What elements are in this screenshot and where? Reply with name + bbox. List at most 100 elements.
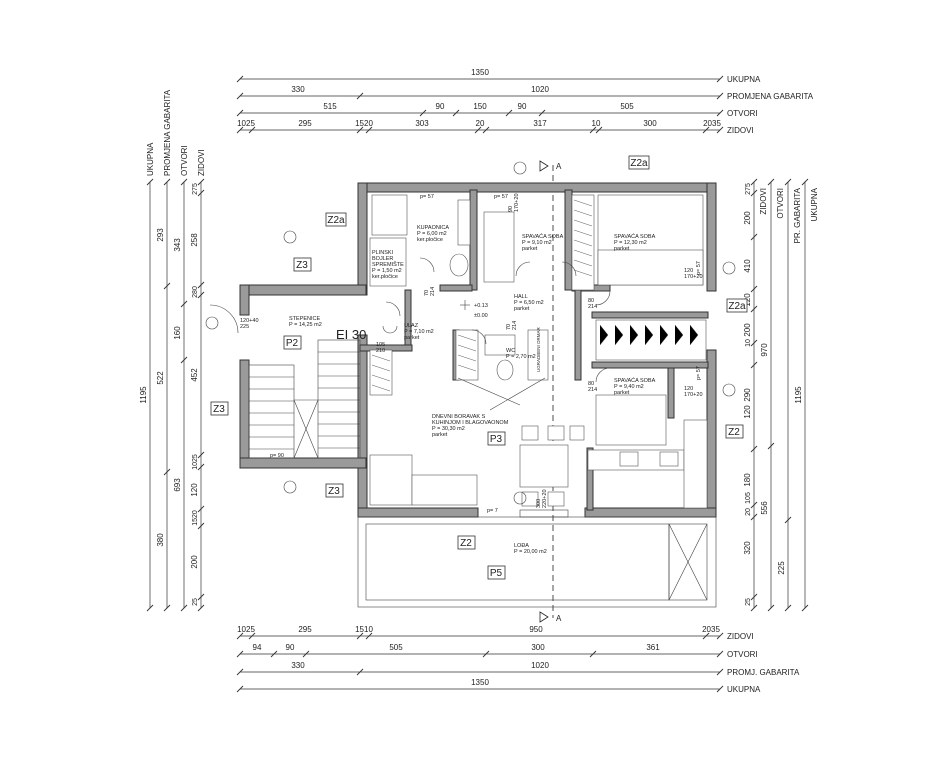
dimension-top: 1350 UKUPNA 330 1020 PROMJENA GABARITA 5… <box>236 68 814 135</box>
dim-left-otv-label: OTVORI <box>180 145 189 176</box>
dim-right-zid-6: 10 <box>745 339 752 347</box>
dim-right-zid-11: 105 <box>745 492 752 504</box>
dim-right-zid-7: 290 <box>743 388 752 402</box>
room-garderoba-2: BOJLER <box>372 256 393 262</box>
dim-left-total: 1195 <box>139 386 148 404</box>
dim-top-otv-label: OTVORI <box>727 109 758 118</box>
dim-top-gab-label: PROMJENA GABARITA <box>727 92 814 101</box>
built-in-wardrobe: UGRADBENI ORMAR <box>536 326 541 372</box>
parapet-1: p= 57 <box>420 194 434 200</box>
dim-right-total: 1195 <box>794 386 803 404</box>
dim-right-zid-9: 180 <box>743 473 752 487</box>
dim-right-zid-5: 200 <box>743 323 752 337</box>
dim-right-gab-label: PR. GABARITA <box>793 187 802 243</box>
dim-bot-gab-label: PROMJ. GABARITA <box>727 668 800 677</box>
tag-p3: P3 <box>490 434 503 445</box>
room-hall-area: P = 6,50 m2 <box>514 300 544 306</box>
dim-bot-zid-4: 950 <box>529 625 543 634</box>
room-garderoba-5: ker.pločice <box>372 274 398 280</box>
tag-z2-2: Z2 <box>460 538 472 549</box>
dim-top-zid-label: ZIDOVI <box>727 126 754 135</box>
room-garderoba-1: PLINSKI <box>372 250 394 256</box>
dim-bot-otv-3: 505 <box>389 643 403 652</box>
room-hall-floor: parket <box>514 306 530 312</box>
dim-right-otv-1: 970 <box>760 343 769 357</box>
dim-right-otv-2: 556 <box>760 501 769 515</box>
dim-bot-zid-1: 1025 <box>237 625 255 634</box>
tag-z2a-1: Z2a <box>327 215 345 226</box>
wardrobe-hatching <box>371 199 699 392</box>
dim-top-zid-8: 300 <box>643 119 657 128</box>
room-kupaonica-name: KUPAONICA <box>417 225 449 231</box>
tag-fire-rating: EI 30 <box>336 327 366 342</box>
dim-left-gab-3: 380 <box>156 533 165 547</box>
dim-top-zid-4: 303 <box>415 119 429 128</box>
element-tags: Z2a Z2a Z2a Z3 Z3 Z3 Z2 Z2 P2 P3 P5 EI 3… <box>210 155 748 580</box>
loggia <box>357 509 717 608</box>
dim-left-otv-3: 693 <box>173 478 182 492</box>
dim-right-otv-label: OTVORI <box>776 188 785 219</box>
room-spavaca3-area: P = 9,40 m2 <box>614 384 644 390</box>
room-boravak-2: KUHINJOM I BLAGOVAONOM <box>432 420 509 426</box>
dim-left-zid-8: 200 <box>190 555 199 569</box>
room-spavaca1-area: P = 9,10 m2 <box>522 240 552 246</box>
door-stair-2: 225 <box>240 324 249 330</box>
dim-left-gab-label: PROMJENA GABARITA <box>163 89 172 176</box>
dim-top-total-label: UKUPNA <box>727 75 761 84</box>
dim-top-zid-5: 20 <box>476 119 485 128</box>
room-spavaca2-floor: parket <box>614 246 630 252</box>
furniture <box>369 194 708 509</box>
dim-top-zid-2: 295 <box>298 119 312 128</box>
room-ulaz-name: ULAZ <box>404 323 419 329</box>
dim-left-zid-9: 25 <box>192 598 199 606</box>
dim-top-zid-3: 1520 <box>355 119 373 128</box>
room-spavaca3-floor: parket <box>614 390 630 396</box>
parapet-stairs: p= 90 <box>270 453 284 459</box>
dim-top-otv-2: 90 <box>436 102 445 111</box>
dim-left-zid-5: 1025 <box>192 454 199 470</box>
dim-left-zid-1: 275 <box>192 183 199 195</box>
room-garderoba-3: SPREMIŠTE <box>372 261 404 268</box>
level-upper: +0.13 <box>474 303 488 309</box>
tag-z3-1: Z3 <box>296 260 308 271</box>
room-spavaca3-name: SPAVAĆA SOBA <box>614 377 656 384</box>
tag-z3-2: Z3 <box>213 404 225 415</box>
door-210: 210 <box>376 348 385 354</box>
window-markers <box>205 161 736 505</box>
dim-left-gab-1: 293 <box>156 228 165 242</box>
room-spavaca1-name: SPAVAĆA SOBA <box>522 233 564 240</box>
dimension-bottom: 1025 295 1510 950 2035 ZIDOVI 94 90 505 … <box>236 625 800 694</box>
dim-right-total-label: UKUPNA <box>810 187 819 221</box>
section-label-bottom: A <box>556 614 562 623</box>
dim-bot-otv-2: 90 <box>286 643 295 652</box>
door-70-1: 70214 <box>424 287 436 296</box>
tag-z2a-2: Z2a <box>630 158 648 169</box>
dim-bot-total: 1350 <box>471 678 489 687</box>
room-ulaz-area: P = 7,10 m2 <box>404 329 434 335</box>
window-300: 300220+20 <box>536 489 548 508</box>
room-kupaonica-floor: ker.pločice <box>417 237 443 243</box>
dim-top-total: 1350 <box>471 68 489 77</box>
dimension-right: 275 200 410 120 200 10 290 120 180 20 10… <box>743 178 819 612</box>
room-spavaca2-area: P = 12,30 m2 <box>614 240 647 246</box>
dim-left-zid-6: 120 <box>190 483 199 497</box>
tag-p5: P5 <box>490 568 503 579</box>
dim-right-zid-2: 200 <box>743 211 752 225</box>
annotations: +0.13 ±0.00 120+40 225 105 210 p= 57 p= … <box>240 193 703 514</box>
parapet-loggia: p= 7 <box>487 508 498 514</box>
dim-bot-otv-4: 300 <box>531 643 545 652</box>
room-lodja-name: LOĐA <box>514 543 529 549</box>
room-lodja-area: P = 20,00 m2 <box>514 549 547 555</box>
dim-bot-zid-3: 1510 <box>355 625 373 634</box>
room-kupaonica-area: P = 6,00 m2 <box>417 231 447 237</box>
room-boravak-1: DNEVNI BORAVAK S <box>432 414 486 420</box>
dim-left-zid-label: ZIDOVI <box>197 149 206 176</box>
dim-bot-zid-2: 295 <box>298 625 312 634</box>
dim-top-otv-1: 515 <box>323 102 337 111</box>
window-90: 90170+20 <box>508 193 520 212</box>
dim-right-zid-1: 275 <box>745 183 752 195</box>
tag-z3-3: Z3 <box>328 486 340 497</box>
dim-right-zid-10: 20 <box>745 508 752 516</box>
